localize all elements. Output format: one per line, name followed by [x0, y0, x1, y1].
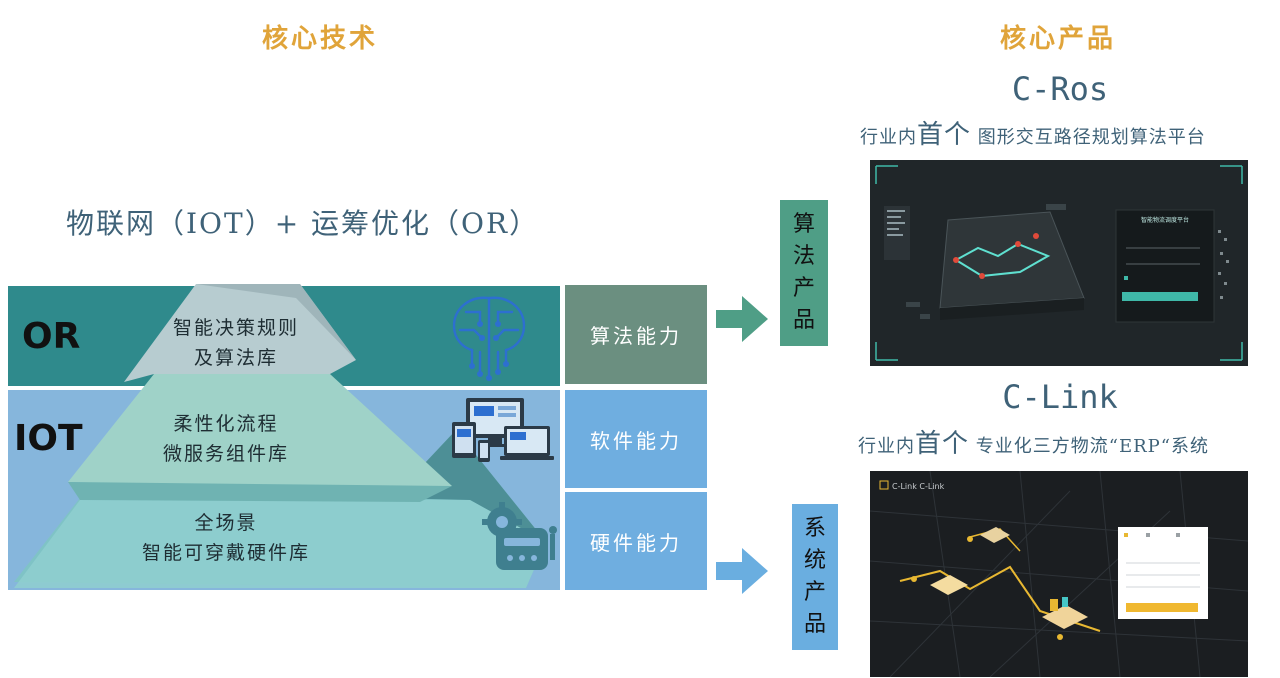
product-name-cros: C-Ros: [1011, 70, 1109, 108]
capability-algorithm: 算法能力: [565, 285, 707, 384]
pyramid-top-side: [196, 284, 356, 360]
clink-screenshot: C-Link C-Link: [870, 471, 1248, 677]
core-product-heading: 核心产品: [1000, 24, 1117, 54]
capability-hardware: 硬件能力: [565, 492, 707, 590]
system-product-box: 系统产品: [792, 504, 838, 650]
product-name-clink: C-Link: [1002, 378, 1118, 416]
pyramid-middle-layer: [68, 374, 452, 490]
pyramid-top-layer: [124, 284, 356, 382]
brain-circuit-icon: [452, 296, 526, 381]
layer-decision-rules: 智能决策规则及算法库: [172, 317, 299, 369]
arrow-right-icon: [716, 548, 768, 594]
devices-icon: [452, 398, 554, 462]
or-label: OR: [22, 316, 81, 357]
algorithm-product-box: 算法产品: [780, 200, 828, 346]
product-tagline-clink: 行业内首个 专业化三方物流“ERP“系统: [858, 429, 1209, 459]
iot-label: IOT: [14, 418, 83, 459]
core-tech-heading: 核心技术: [262, 24, 379, 54]
hardware-gear-icon: [482, 502, 557, 570]
svg-text:智能物流调度平台: 智能物流调度平台: [1141, 216, 1189, 224]
tech-formula: 物联网（IOT）+ 运筹优化（OR）: [66, 207, 540, 240]
arrow-right-icon: [716, 296, 768, 342]
cros-screenshot: 智能物流调度平台: [870, 160, 1248, 366]
layer-wearable-hardware: 全场景智能可穿戴硬件库: [141, 512, 310, 564]
tech-pyramid: [14, 284, 546, 588]
layer-microservices: 柔性化流程微服务组件库: [162, 413, 289, 465]
pyramid-bottom-face: [14, 500, 546, 588]
product-tagline-cros: 行业内首个 图形交互路径规划算法平台: [860, 120, 1206, 150]
pyramid-middle-base: [68, 482, 452, 502]
svg-text:C-Link C-Link: C-Link C-Link: [892, 482, 945, 491]
capability-software: 软件能力: [565, 390, 707, 488]
